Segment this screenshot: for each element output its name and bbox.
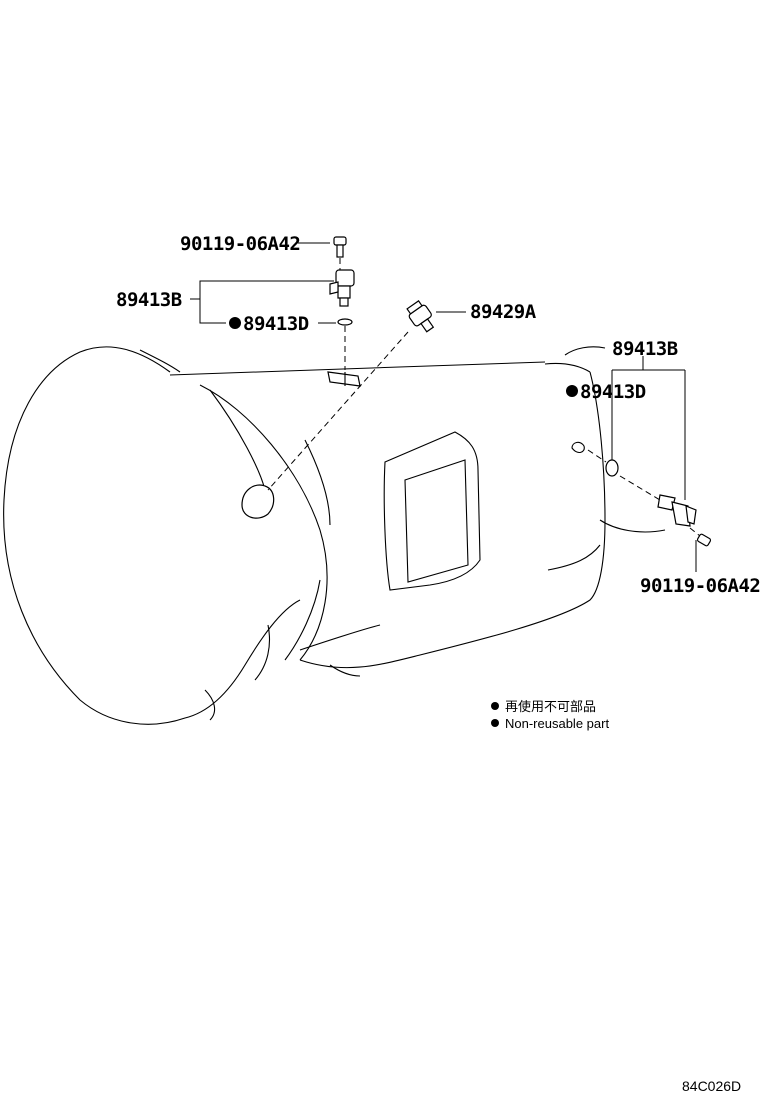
legend-english: Non-reusable part <box>505 716 609 731</box>
bolt-top-icon <box>333 236 347 258</box>
label-oring-right[interactable]: 89413D <box>580 381 646 403</box>
label-bolt-right[interactable]: 90119-06A42 <box>640 575 760 597</box>
label-sensor-top[interactable]: 89413B <box>116 289 182 311</box>
right-sensor-assembly <box>587 449 712 547</box>
leader-lines <box>190 242 697 572</box>
speed-sensor-right-icon <box>657 494 697 527</box>
transmission-housing <box>3 346 666 725</box>
pressure-switch-icon <box>406 300 435 333</box>
top-sensor-assembly <box>329 236 355 370</box>
speed-sensor-top-icon <box>329 269 355 307</box>
non-reusable-marker-icon <box>229 317 241 329</box>
oring-right-icon <box>605 459 619 477</box>
label-switch[interactable]: 89429A <box>470 301 537 323</box>
legend-japanese: 再使用不可部品 <box>505 699 596 714</box>
oring-top-icon <box>337 318 353 326</box>
switch-assembly <box>267 300 435 491</box>
legend-marker-icon <box>491 702 499 710</box>
non-reusable-marker-icon <box>566 385 578 397</box>
label-oring-top[interactable]: 89413D <box>243 313 309 335</box>
label-sensor-right[interactable]: 89413B <box>612 338 678 360</box>
part-labels: 90119-06A42 89413B 89413D 89429A 89413B … <box>116 233 760 597</box>
legend: 再使用不可部品 Non-reusable part <box>491 699 609 731</box>
legend-marker-icon <box>491 719 499 727</box>
bolt-right-icon <box>696 533 712 547</box>
figure-code: 84C026D <box>682 1078 741 1094</box>
label-bolt-top[interactable]: 90119-06A42 <box>180 233 301 255</box>
